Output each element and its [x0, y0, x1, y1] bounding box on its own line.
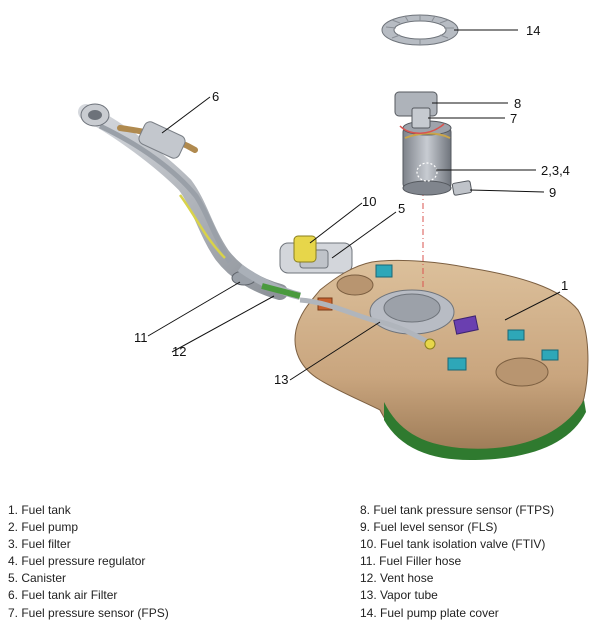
callout-14: 14	[526, 23, 540, 38]
legend-item: 12. Vent hose	[360, 571, 434, 586]
legend-item: 6. Fuel tank air Filter	[8, 588, 118, 603]
fuel-filler-hose-assembly	[78, 103, 288, 300]
legend-item: 4. Fuel pressure regulator	[8, 554, 146, 569]
parts-legend: 1. Fuel tank 2. Fuel pump 3. Fuel filter…	[0, 502, 602, 630]
callout-12: 12	[172, 344, 186, 359]
callout-6: 6	[212, 89, 219, 104]
legend-item: 11. Fuel Filler hose	[360, 554, 462, 569]
callout-13: 13	[274, 372, 288, 387]
leader-lines	[147, 29, 561, 381]
fuel-system-diagram: 14 8 7 2,3,4 9 1 6 10 5 11 12 13	[78, 14, 589, 460]
callout-11: 11	[134, 330, 148, 345]
callout-8: 8	[514, 96, 521, 111]
callout-10: 10	[362, 194, 376, 209]
legend-item: 10. Fuel tank isolation valve (FTIV)	[360, 537, 546, 552]
fuel-tank-isolation-valve	[293, 235, 317, 263]
callout-2-3-4: 2,3,4	[541, 163, 570, 178]
callout-7: 7	[510, 111, 517, 126]
callout-9: 9	[549, 185, 556, 200]
legend-column-right: 8. Fuel tank pressure sensor (FTPS) 9. F…	[360, 502, 554, 622]
legend-item: 9. Fuel level sensor (FLS)	[360, 520, 498, 535]
legend-item: 13. Vapor tube	[360, 588, 438, 603]
fuel-pump-plate-cover	[381, 14, 459, 46]
legend-item: 2. Fuel pump	[8, 520, 79, 535]
callout-5: 5	[398, 201, 405, 216]
vent-hose	[237, 264, 301, 300]
fuel-pump-module	[394, 91, 473, 290]
legend-item: 7. Fuel pressure sensor (FPS)	[8, 605, 169, 620]
legend-item: 1. Fuel tank	[8, 503, 71, 517]
fuel-tank	[294, 259, 589, 460]
legend-column-left: 1. Fuel tank 2. Fuel pump 3. Fuel filter…	[8, 502, 169, 622]
legend-item: 14. Fuel pump plate cover	[360, 605, 499, 620]
legend-item: 5. Canister	[8, 571, 67, 586]
legend-item: 8. Fuel tank pressure sensor (FTPS)	[360, 503, 555, 517]
legend-item: 3. Fuel filter	[8, 537, 71, 552]
callout-1: 1	[561, 278, 568, 293]
